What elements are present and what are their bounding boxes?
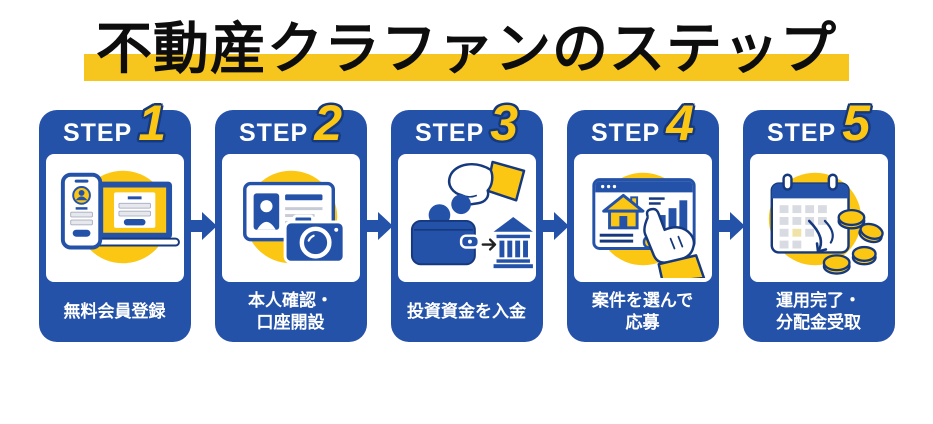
step-arrow xyxy=(363,208,393,244)
step-card-5: STEP 5 xyxy=(742,98,895,342)
step-2-illustration-panel xyxy=(221,154,360,282)
step-number: 1 xyxy=(138,95,167,151)
caption-line: 分配金受取 xyxy=(776,313,861,332)
arrow-right-icon xyxy=(187,212,217,240)
hand-coin-wallet-bank-icon xyxy=(410,160,533,269)
camera-icon xyxy=(283,214,346,264)
step-2-header: STEP 2 xyxy=(215,98,367,154)
step-2-caption: 本人確認・ 口座開設 xyxy=(215,282,367,342)
step-card-3: STEP 3 xyxy=(390,98,543,342)
coins-icon xyxy=(822,208,884,275)
caption-line: 運用完了・ xyxy=(776,290,861,310)
title-banner: 不動産クラファンのステップ xyxy=(0,14,933,84)
step-arrow xyxy=(715,208,745,244)
steps-row: STEP 1 xyxy=(0,98,933,342)
caption-line: 無料会員登録 xyxy=(63,301,166,321)
step-4-caption: 案件を選んで 応募 xyxy=(567,282,719,342)
step-1-header: STEP 1 xyxy=(39,98,191,154)
step-label: STEP xyxy=(414,119,485,147)
pointer-hand-icon xyxy=(642,207,705,278)
step-arrow xyxy=(539,208,569,244)
transfer-arrow-icon xyxy=(481,238,496,251)
step-1-illustration-panel xyxy=(45,154,184,282)
caption-line: 案件を選んで xyxy=(591,290,694,310)
step-5-caption: 運用完了・ 分配金受取 xyxy=(743,282,895,342)
arrow-right-icon xyxy=(363,212,393,240)
step-label: STEP xyxy=(590,119,661,147)
step-number: 5 xyxy=(842,95,871,151)
phone-laptop-signup-icon xyxy=(60,170,180,264)
hand-coin-icon xyxy=(447,160,525,215)
step-card-4: STEP 4 xyxy=(566,98,719,342)
step-1-caption: 無料会員登録 xyxy=(39,282,191,342)
step-card-1: STEP 1 xyxy=(38,98,191,342)
arrow-right-icon xyxy=(715,212,745,240)
caption-line: 投資資金を入金 xyxy=(407,301,526,321)
step-card-2: STEP 2 xyxy=(214,98,367,342)
step-number: 2 xyxy=(314,95,343,151)
house-icon xyxy=(601,193,644,230)
step-label: STEP xyxy=(766,119,837,147)
step-5-illustration-panel xyxy=(749,154,888,282)
page-title-text: 不動産クラファンのステップ xyxy=(84,14,849,84)
step-3-caption: 投資資金を入金 xyxy=(391,282,543,342)
step-label: STEP xyxy=(62,119,133,147)
step-arrow xyxy=(187,208,217,244)
browser-select-hand-icon xyxy=(591,172,705,278)
caption-line: 応募 xyxy=(625,313,660,332)
step-number: 4 xyxy=(666,95,695,151)
bank-icon xyxy=(493,217,533,269)
id-card-camera-icon xyxy=(242,170,346,264)
step-3-illustration-panel xyxy=(397,154,536,282)
step-4-illustration-panel xyxy=(573,154,712,282)
page-title: 不動産クラファンのステップ xyxy=(84,14,849,84)
step-number: 3 xyxy=(490,95,519,151)
calendar-icon xyxy=(770,173,850,254)
step-4-header: STEP 4 xyxy=(567,98,719,154)
phone-icon xyxy=(60,172,102,250)
arrow-right-icon xyxy=(539,212,569,240)
calendar-coins-icon xyxy=(768,172,884,275)
step-5-header: STEP 5 xyxy=(743,98,895,154)
caption-line: 本人確認・ xyxy=(248,290,333,310)
step-label: STEP xyxy=(238,119,309,147)
caption-line: 口座開設 xyxy=(256,313,325,332)
payout-arrow-icon xyxy=(807,219,834,253)
wallet-icon xyxy=(410,204,480,266)
step-3-header: STEP 3 xyxy=(391,98,543,154)
